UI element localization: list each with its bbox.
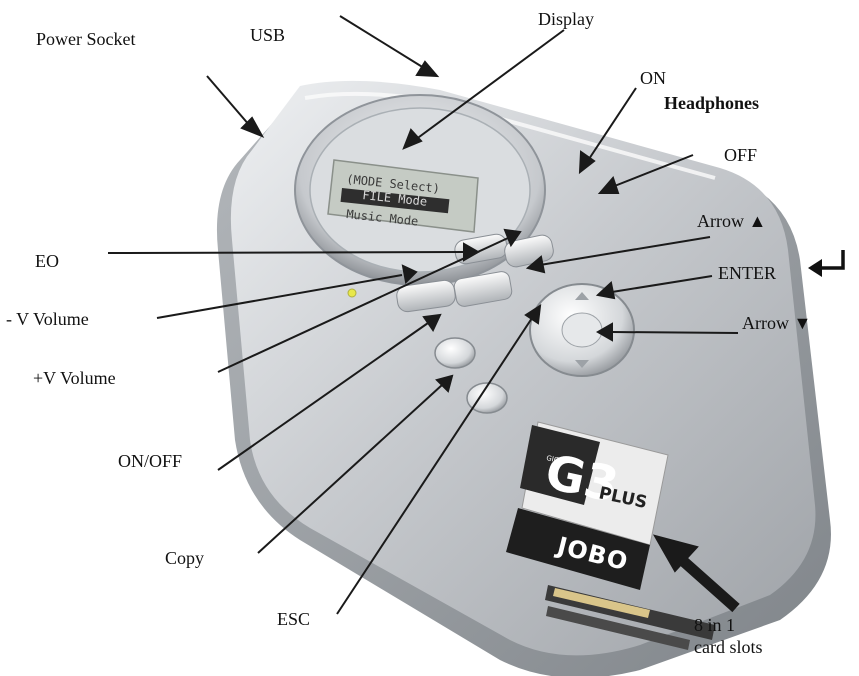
label-off: OFF bbox=[724, 146, 757, 164]
on-off-button bbox=[435, 338, 475, 368]
label-minus-volume: - V Volume bbox=[6, 310, 89, 328]
label-eo: EO bbox=[35, 252, 59, 270]
label-usb: USB bbox=[250, 26, 285, 44]
label-esc: ESC bbox=[277, 610, 310, 628]
label-card-slots-2: card slots bbox=[694, 638, 762, 656]
label-on-off: ON/OFF bbox=[118, 452, 182, 470]
navigation-pad bbox=[530, 284, 634, 376]
label-display: Display bbox=[538, 10, 594, 28]
label-enter: ENTER bbox=[718, 264, 776, 282]
label-on: ON bbox=[640, 69, 666, 87]
label-arrow-down: Arrow ▼ bbox=[742, 314, 811, 332]
enter-return-icon bbox=[808, 250, 843, 277]
label-power-socket: Power Socket bbox=[36, 30, 135, 48]
label-copy: Copy bbox=[165, 549, 204, 567]
label-card-slots-1: 8 in 1 bbox=[694, 616, 735, 634]
label-arrow-up: Arrow ▲ bbox=[697, 212, 766, 230]
power-led bbox=[348, 289, 356, 297]
label-plus-volume: +V Volume bbox=[33, 369, 116, 387]
label-headphones: Headphones bbox=[664, 94, 759, 112]
